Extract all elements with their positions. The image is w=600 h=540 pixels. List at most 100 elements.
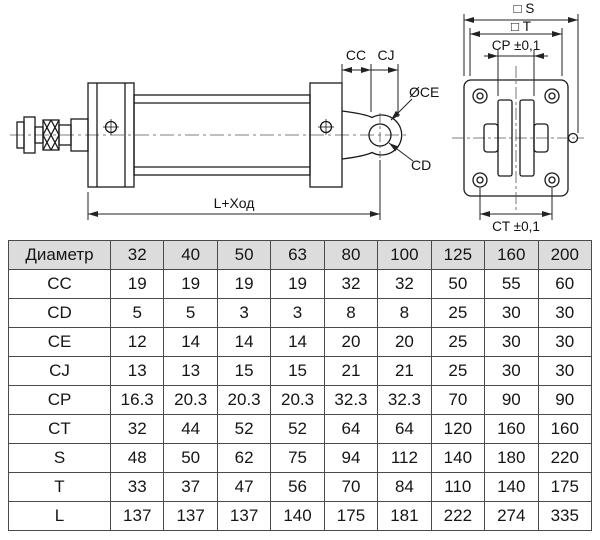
dim-t — [469, 28, 563, 76]
dim-value-cell-4: 64 — [323, 414, 379, 444]
diameter-value-cell-4: 80 — [323, 240, 379, 270]
dim-value-cell-6: 25 — [430, 327, 486, 357]
dim-label-cell: CJ — [8, 356, 111, 386]
dim-value-cell-0: 16.3 — [109, 385, 165, 415]
dim-value-cell-6: 25 — [430, 298, 486, 328]
dim-value-cell-2: 137 — [216, 501, 272, 531]
dim-value-cell-1: 37 — [163, 472, 218, 502]
diameter-value-cell-2: 50 — [216, 240, 272, 270]
dim-value-cell-5: 21 — [377, 356, 432, 386]
end-view — [452, 66, 584, 210]
dim-value-cell-1: 44 — [163, 414, 218, 444]
dim-label-t: □ T — [511, 19, 531, 34]
front-cap — [87, 82, 135, 188]
dim-value-cell-8: 30 — [537, 356, 592, 386]
dim-value-cell-4: 94 — [323, 443, 379, 473]
dim-cj — [371, 64, 399, 117]
dim-value-cell-5: 64 — [377, 414, 432, 444]
dim-value-cell-2: 14 — [216, 327, 272, 357]
dim-value-cell-7: 30 — [484, 356, 539, 386]
dim-value-cell-0: 33 — [109, 472, 165, 502]
dim-label-cell: CP — [8, 385, 111, 415]
dim-value-cell-4: 8 — [323, 298, 379, 328]
dim-ct — [479, 188, 553, 220]
side-view — [10, 82, 410, 188]
dim-cd-leader — [388, 142, 414, 162]
dim-value-cell-5: 84 — [377, 472, 432, 502]
dim-s — [463, 14, 579, 133]
dim-value-cell-3: 56 — [270, 472, 325, 502]
technical-drawing: CC CJ ØCE CD L+Ход — [0, 0, 600, 240]
dim-value-cell-1: 50 — [163, 443, 218, 473]
dim-value-cell-7: 180 — [484, 443, 539, 473]
dim-value-cell-0: 32 — [109, 414, 165, 444]
dim-value-cell-1: 13 — [163, 356, 218, 386]
dim-value-cell-3: 15 — [270, 356, 325, 386]
dim-value-cell-4: 32.3 — [323, 385, 379, 415]
dim-value-cell-7: 55 — [484, 269, 539, 299]
end-view-labels: □ S □ T CP ±0,1 CT ±0,1 — [492, 1, 540, 234]
clevis-eye — [341, 110, 403, 160]
dim-value-cell-8: 90 — [537, 385, 592, 415]
diameter-header-cell: Диаметр — [8, 240, 111, 270]
dim-label-cell: L — [8, 501, 111, 531]
dim-value-cell-4: 21 — [323, 356, 379, 386]
dim-label-ct: CT ±0,1 — [492, 219, 540, 234]
dim-value-cell-6: 110 — [430, 472, 486, 502]
dim-value-cell-7: 30 — [484, 327, 539, 357]
dim-value-cell-1: 5 — [163, 298, 218, 328]
diameter-value-cell-8: 200 — [537, 240, 592, 270]
dim-value-cell-2: 47 — [216, 472, 272, 502]
dim-value-cell-3: 14 — [270, 327, 325, 357]
dim-value-cell-0: 137 — [109, 501, 165, 531]
dim-value-cell-2: 20.3 — [216, 385, 272, 415]
dim-value-cell-8: 175 — [537, 472, 592, 502]
dim-length — [87, 160, 381, 220]
dim-ce-leader — [390, 98, 413, 121]
rod-end — [16, 116, 89, 154]
dim-value-cell-1: 19 — [163, 269, 218, 299]
dim-value-cell-1: 14 — [163, 327, 218, 357]
dim-value-cell-4: 70 — [323, 472, 379, 502]
dim-value-cell-3: 20.3 — [270, 385, 325, 415]
dim-value-cell-4: 32 — [323, 269, 379, 299]
dim-value-cell-8: 60 — [537, 269, 592, 299]
dim-value-cell-7: 30 — [484, 298, 539, 328]
dim-value-cell-4: 20 — [323, 327, 379, 357]
dim-value-cell-3: 52 — [270, 414, 325, 444]
dim-label-length: L+Ход — [214, 195, 255, 211]
diameter-value-cell-5: 100 — [377, 240, 432, 270]
diameter-value-cell-6: 125 — [430, 240, 486, 270]
dim-value-cell-2: 62 — [216, 443, 272, 473]
dim-label-cc: CC — [346, 47, 366, 63]
dim-value-cell-1: 20.3 — [163, 385, 218, 415]
dim-cp — [484, 50, 548, 96]
dim-value-cell-2: 19 — [216, 269, 272, 299]
rear-cap — [309, 82, 343, 188]
dim-value-cell-8: 30 — [537, 298, 592, 328]
dim-value-cell-8: 335 — [537, 501, 592, 531]
dim-label-cell: CT — [8, 414, 111, 444]
dim-label-cell: S — [8, 443, 111, 473]
side-view-labels: CC CJ ØCE CD L+Ход — [214, 47, 440, 211]
dim-value-cell-0: 5 — [109, 298, 165, 328]
dim-value-cell-7: 140 — [484, 472, 539, 502]
dim-value-cell-6: 70 — [430, 385, 486, 415]
diameter-value-cell-7: 160 — [484, 240, 539, 270]
dim-value-cell-3: 3 — [270, 298, 325, 328]
grease-fitting — [567, 132, 579, 144]
dim-value-cell-6: 222 — [430, 501, 486, 531]
dim-value-cell-6: 25 — [430, 356, 486, 386]
clevis-fork-end — [483, 99, 579, 177]
